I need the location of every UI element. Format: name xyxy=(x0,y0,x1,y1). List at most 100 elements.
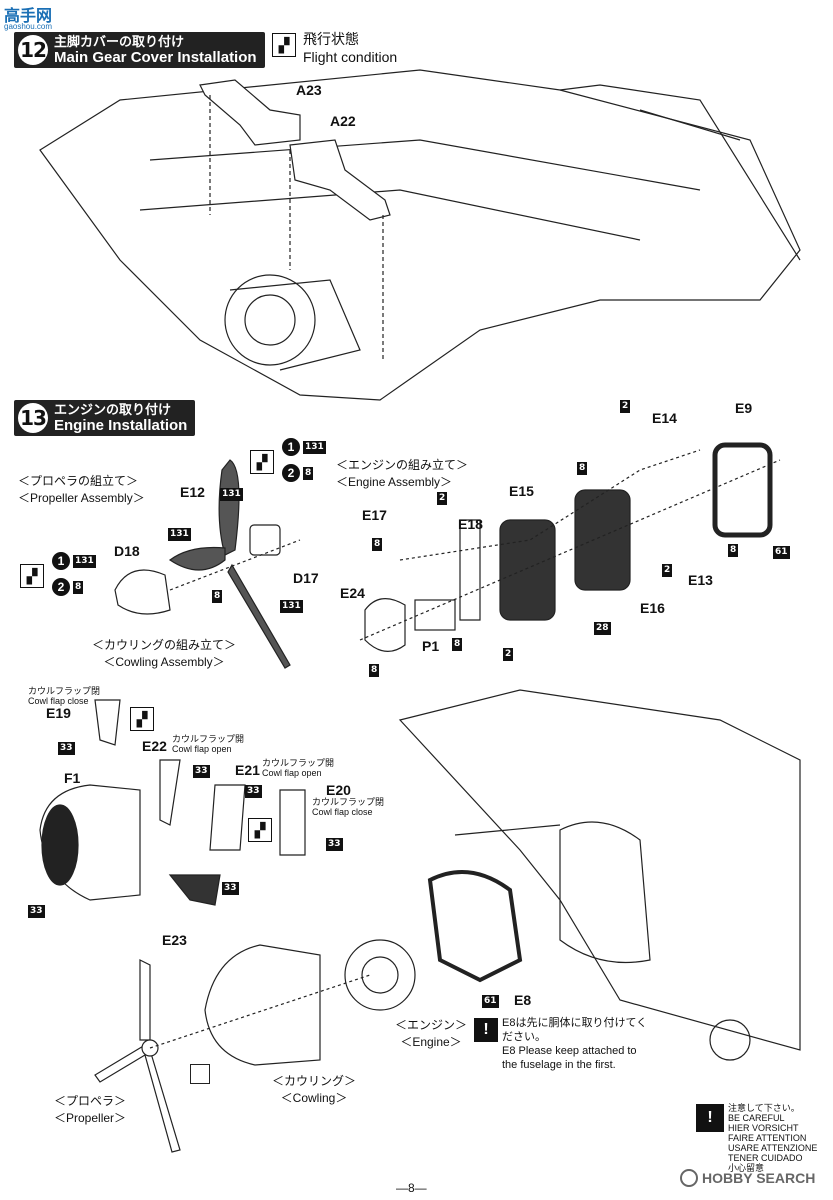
step13-title-jp: エンジンの取り付け xyxy=(54,402,172,417)
paint-circle-1b: 1 xyxy=(52,552,70,570)
caution-line-fr: FAIRE ATTENTION xyxy=(728,1133,807,1143)
flight-condition-icon-3: ▞ xyxy=(20,564,44,588)
step13-header: 13 エンジンの取り付け Engine Installation xyxy=(14,400,196,436)
paint-code-131b: 131 xyxy=(73,554,96,568)
caution-line-en: BE CAREFUL xyxy=(728,1113,785,1123)
badge-8-e17: 8 xyxy=(372,538,383,551)
badge-61-e9: 61 xyxy=(773,546,790,559)
step12-header: 12 主脚カバーの取り付け Main Gear Cover Installati… xyxy=(14,32,265,68)
paint-1-131-b: 1 131 xyxy=(52,552,96,570)
flight-condition-icon: ▞ xyxy=(272,33,296,57)
part-e18: E18 xyxy=(458,516,483,532)
badge-8-p1: 8 xyxy=(452,638,463,651)
cowl-flap-open-en-a: Cowl flap open xyxy=(172,744,232,754)
cowl-flap-close-jp-b: カウルフラップ閉 xyxy=(312,797,385,807)
cowling-assembly-jp: ＜カウリングの組み立て＞ xyxy=(92,638,237,652)
caution-icon-e8: ! xyxy=(474,1018,498,1042)
cowl-flap-open-label-e21: カウルフラップ開 Cowl flap open xyxy=(262,758,334,778)
part-e24: E24 xyxy=(340,585,365,601)
badge-8-prop: 8 xyxy=(212,590,223,603)
cowl-flap-close-en-a: Cowl flap close xyxy=(28,696,89,706)
cowl-flap-close-label-e19: カウルフラップ閉 Cowl flap close xyxy=(28,686,100,706)
badge-2-p1: 2 xyxy=(503,648,514,661)
flight-condition-icon-4: ▞ xyxy=(130,707,154,731)
brand-logo-icon xyxy=(680,1169,698,1187)
step12-title-en: Main Gear Cover Installation xyxy=(54,49,257,66)
badge-33-e21: 33 xyxy=(245,785,262,798)
paint-circle-2b: 2 xyxy=(52,578,70,596)
part-e23: E23 xyxy=(162,932,187,948)
cowl-flap-open-en-b: Cowl flap open xyxy=(262,768,322,778)
part-p1: P1 xyxy=(422,638,440,654)
part-e19: E19 xyxy=(46,705,71,721)
caution-icon: ! xyxy=(696,1104,724,1132)
paint-circle-1: 1 xyxy=(282,438,300,456)
badge-28-e15: 28 xyxy=(594,622,611,635)
flight-condition-icon-2: ▞ xyxy=(250,450,274,474)
step12-title-jp: 主脚カバーの取り付け xyxy=(54,34,185,49)
cowling-assembly-en: ＜Cowling Assembly＞ xyxy=(103,655,225,669)
badge-131-c: 131 xyxy=(280,600,303,613)
badge-131-b: 131 xyxy=(168,528,191,541)
e8-note-en: E8 Please keep attached to the fuselage … xyxy=(502,1045,637,1071)
part-a22: A22 xyxy=(330,113,356,129)
paint-2-8-b: 2 8 xyxy=(52,578,84,596)
part-d17: D17 xyxy=(293,570,319,586)
cowl-flap-open-label-e22: カウルフラップ開 Cowl flap open xyxy=(172,734,244,754)
engine-jp: ＜エンジン＞ xyxy=(395,1018,468,1032)
cowl-flap-close-jp-a: カウルフラップ閉 xyxy=(28,686,101,696)
badge-33-e20: 33 xyxy=(326,838,343,851)
step13-number: 13 xyxy=(18,403,48,433)
paint-code-8b: 8 xyxy=(73,580,84,594)
cowl-flap-close-en-b: Cowl flap close xyxy=(312,807,373,817)
watermark-site: 高手网 xyxy=(4,8,53,25)
caution-line-cn: 小心留意 xyxy=(728,1163,765,1173)
cowl-flap-open-jp-a: カウルフラップ開 xyxy=(172,734,245,744)
caution-line-es: TENER CUIDADO xyxy=(728,1153,803,1163)
propeller-jp: ＜プロペラ＞ xyxy=(54,1094,127,1108)
paint-2-8: 2 8 xyxy=(282,464,314,482)
caution-text: 注意して下さい。 BE CAREFUL HIER VORSICHT FAIRE … xyxy=(728,1103,828,1173)
e8-note-jp: E8は先に胴体に取り付けてください。 xyxy=(502,1017,648,1043)
watermark-url: gaoshou.com xyxy=(4,22,53,31)
engine-assembly-label: ＜エンジンの組み立て＞ ＜Engine Assembly＞ xyxy=(336,456,468,490)
caution-line-jp: 注意して下さい。 xyxy=(728,1103,800,1113)
propeller-en: ＜Propeller＞ xyxy=(54,1111,127,1125)
propeller-label: ＜プロペラ＞ ＜Propeller＞ xyxy=(54,1092,126,1126)
engine-assembly-en: ＜Engine Assembly＞ xyxy=(336,475,453,489)
part-e22: E22 xyxy=(142,738,167,754)
engine-assembly-jp: ＜エンジンの組み立て＞ xyxy=(336,458,469,472)
part-e20: E20 xyxy=(326,782,351,798)
part-e15: E15 xyxy=(509,483,534,499)
brand-text: HOBBY SEARCH xyxy=(702,1170,816,1186)
badge-8-e14: 8 xyxy=(577,462,588,475)
part-e17: E17 xyxy=(362,507,387,523)
e8-note: E8は先に胴体に取り付けてください。 E8 Please keep attach… xyxy=(502,1016,652,1072)
step13-title-en: Engine Installation xyxy=(54,417,188,434)
part-e13: E13 xyxy=(688,572,713,588)
propeller-assembly-label: ＜プロペラの組立て＞ ＜Propeller Assembly＞ xyxy=(18,472,145,506)
cowling-assembly-label: ＜カウリングの組み立て＞ ＜Cowling Assembly＞ xyxy=(92,636,236,670)
flight-condition-label: 飛行状態 Flight condition xyxy=(303,30,397,66)
badge-8-e13: 8 xyxy=(728,544,739,557)
cowl-flap-open-jp-b: カウルフラップ開 xyxy=(262,758,335,768)
page-number: —8— xyxy=(396,1181,427,1195)
engine-label: ＜エンジン＞ ＜Engine＞ xyxy=(395,1016,467,1050)
flight-condition-jp: 飛行状態 xyxy=(303,31,359,47)
cowling-jp: ＜カウリング＞ xyxy=(272,1074,357,1088)
part-e16: E16 xyxy=(640,600,665,616)
badge-61-e8: 61 xyxy=(482,995,499,1008)
step12-number: 12 xyxy=(18,35,48,65)
badge-2-e13: 2 xyxy=(662,564,673,577)
flight-condition-icon-5: ▞ xyxy=(248,818,272,842)
badge-33-e23: 33 xyxy=(222,882,239,895)
engine-detail-icon xyxy=(190,1064,210,1084)
paint-code-131: 131 xyxy=(303,440,326,454)
badge-33-f1: 33 xyxy=(28,905,45,918)
cowling-label: ＜カウリング＞ ＜Cowling＞ xyxy=(272,1072,356,1106)
part-e12: E12 xyxy=(180,484,205,500)
badge-2-engine: 2 xyxy=(437,492,448,505)
brand-watermark: HOBBY SEARCH xyxy=(680,1169,815,1187)
paint-code-8: 8 xyxy=(303,466,314,480)
